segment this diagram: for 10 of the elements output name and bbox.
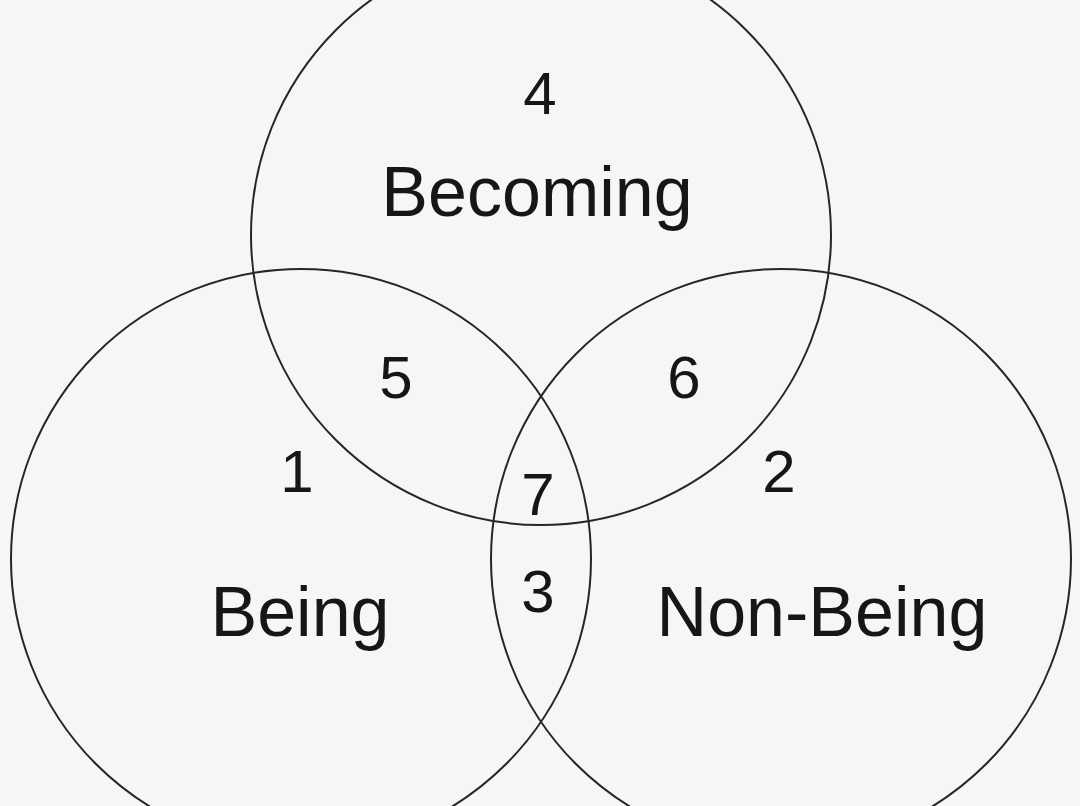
region-number: 2 <box>762 442 796 502</box>
region-number: 7 <box>521 465 555 525</box>
region-number: 6 <box>667 348 701 408</box>
region-number: 4 <box>523 64 557 124</box>
region-number: 1 <box>280 442 314 502</box>
set-circle <box>250 0 832 526</box>
set-circle <box>10 268 592 806</box>
region-number: 3 <box>521 562 555 622</box>
set-circle <box>490 268 1072 806</box>
region-number: 5 <box>379 348 413 408</box>
